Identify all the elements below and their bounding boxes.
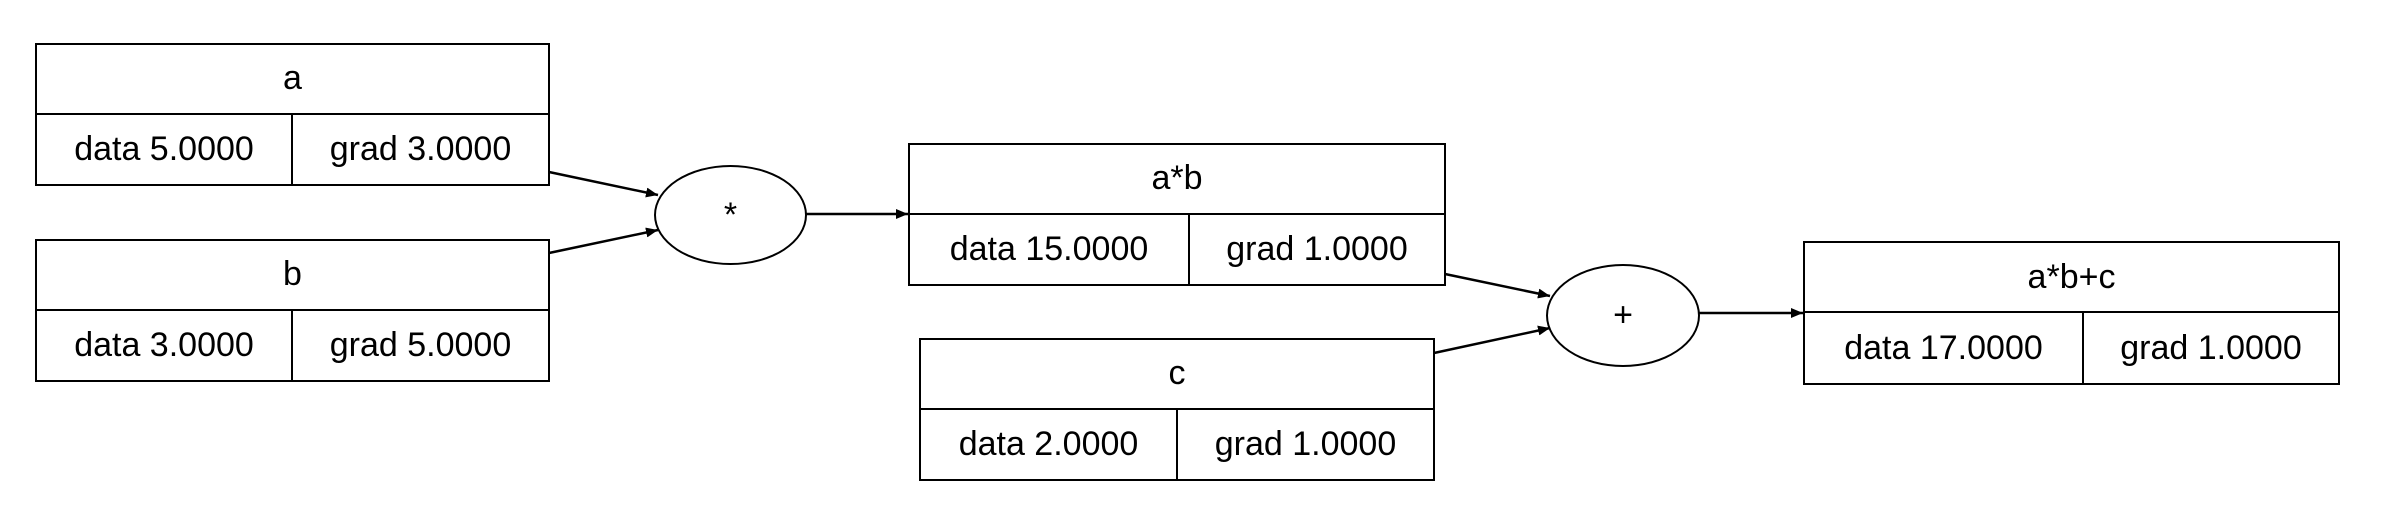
node-a: a data 5.0000 grad 3.0000 (35, 43, 550, 186)
node-grad: grad 1.0000 (1226, 229, 1408, 268)
node-values: data 17.0000 grad 1.0000 (1805, 313, 2338, 383)
node-b: b data 3.0000 grad 5.0000 (35, 239, 550, 382)
node-grad: grad 1.0000 (1214, 424, 1397, 463)
node-data: data 2.0000 (921, 409, 1178, 479)
node-data: data 3.0000 (37, 310, 293, 380)
node-label: b (37, 241, 548, 311)
node-grad: grad 5.0000 (329, 325, 512, 364)
node-data: data 5.0000 (37, 114, 293, 184)
edge-ab-to-add (1444, 272, 1551, 299)
node-label: a (37, 45, 548, 115)
node-data: data 15.0000 (910, 214, 1190, 284)
node-label: a*b (910, 145, 1444, 215)
node-values: data 2.0000 grad 1.0000 (921, 409, 1433, 479)
edge-a-to-mul (548, 170, 659, 198)
node-values: data 5.0000 grad 3.0000 (37, 114, 548, 184)
op-add: + (1546, 264, 1700, 367)
node-label: c (921, 340, 1433, 410)
node-values: data 15.0000 grad 1.0000 (910, 214, 1444, 284)
edge-b-to-mul (548, 227, 659, 255)
node-label: a*b+c (1805, 243, 2338, 313)
node-abc: a*b+c data 17.0000 grad 1.0000 (1803, 241, 2340, 385)
node-grad: grad 1.0000 (2120, 328, 2302, 367)
node-ab: a*b data 15.0000 grad 1.0000 (908, 143, 1446, 286)
edge-c-to-add (1433, 325, 1551, 355)
op-multiply: * (654, 165, 807, 265)
node-c: c data 2.0000 grad 1.0000 (919, 338, 1435, 481)
node-values: data 3.0000 grad 5.0000 (37, 310, 548, 380)
node-data: data 17.0000 (1805, 313, 2084, 383)
node-grad: grad 3.0000 (329, 129, 512, 168)
